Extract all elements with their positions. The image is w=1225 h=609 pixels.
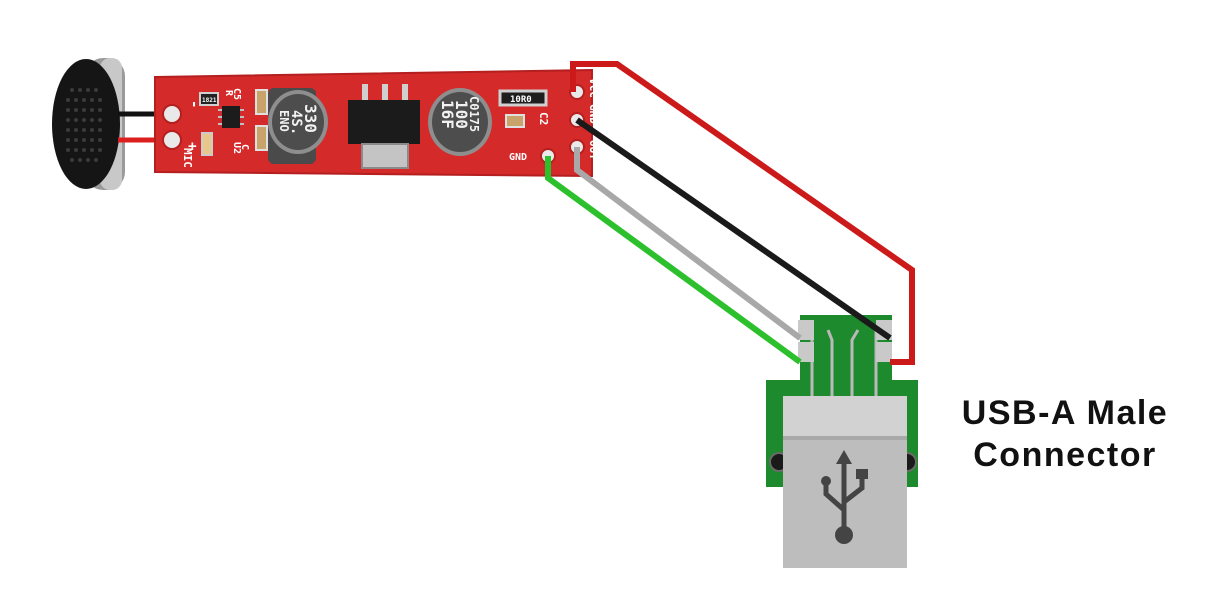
amplifier-board: - + MIC 1821 C5 R U2 C 330 4S. ENO: [154, 68, 600, 178]
silk-plus: +: [184, 142, 200, 150]
silk-mic: MIC: [181, 148, 194, 168]
silk-minus: -: [186, 100, 202, 108]
silk-c2: C2: [537, 112, 550, 125]
electret-microphone: [52, 58, 125, 190]
cap2-line1: C0175: [467, 96, 481, 132]
resistor-label: 10R0: [510, 95, 532, 105]
cap1-line3: ENO: [277, 110, 291, 132]
wire-green-gnd: [545, 156, 802, 365]
voltage-regulator: [348, 84, 420, 169]
pin-label-gnd: GND: [509, 152, 527, 163]
cap2-line3: 16F: [438, 100, 457, 129]
usb-caption-line2: Connector: [973, 436, 1157, 474]
cap1-line1: 330: [301, 104, 320, 133]
wire-gray-out: [574, 147, 802, 341]
cap1-line2: 4S.: [288, 110, 304, 135]
small-resistor-label: 1821: [202, 97, 217, 104]
pin-label-vcc: VCC: [587, 78, 600, 98]
usb-icon: [823, 462, 865, 532]
usb-caption-line1: USB-A Male: [961, 394, 1169, 432]
silk-u2: U2: [231, 142, 242, 154]
usb-connector-caption: USB-A Male Connector: [925, 392, 1205, 476]
pin-label-out: OUT: [587, 140, 600, 160]
silk-r: R: [223, 90, 234, 97]
usb-icon-heads: [821, 450, 868, 544]
silk-c5: C5: [231, 88, 242, 100]
pin-label-gnd-top: GND: [587, 104, 600, 124]
silk-c: C: [239, 144, 250, 150]
wire-red-vcc: [570, 61, 915, 365]
wire-black-gnd: [575, 117, 892, 341]
cap2-line2: 100: [452, 100, 471, 129]
